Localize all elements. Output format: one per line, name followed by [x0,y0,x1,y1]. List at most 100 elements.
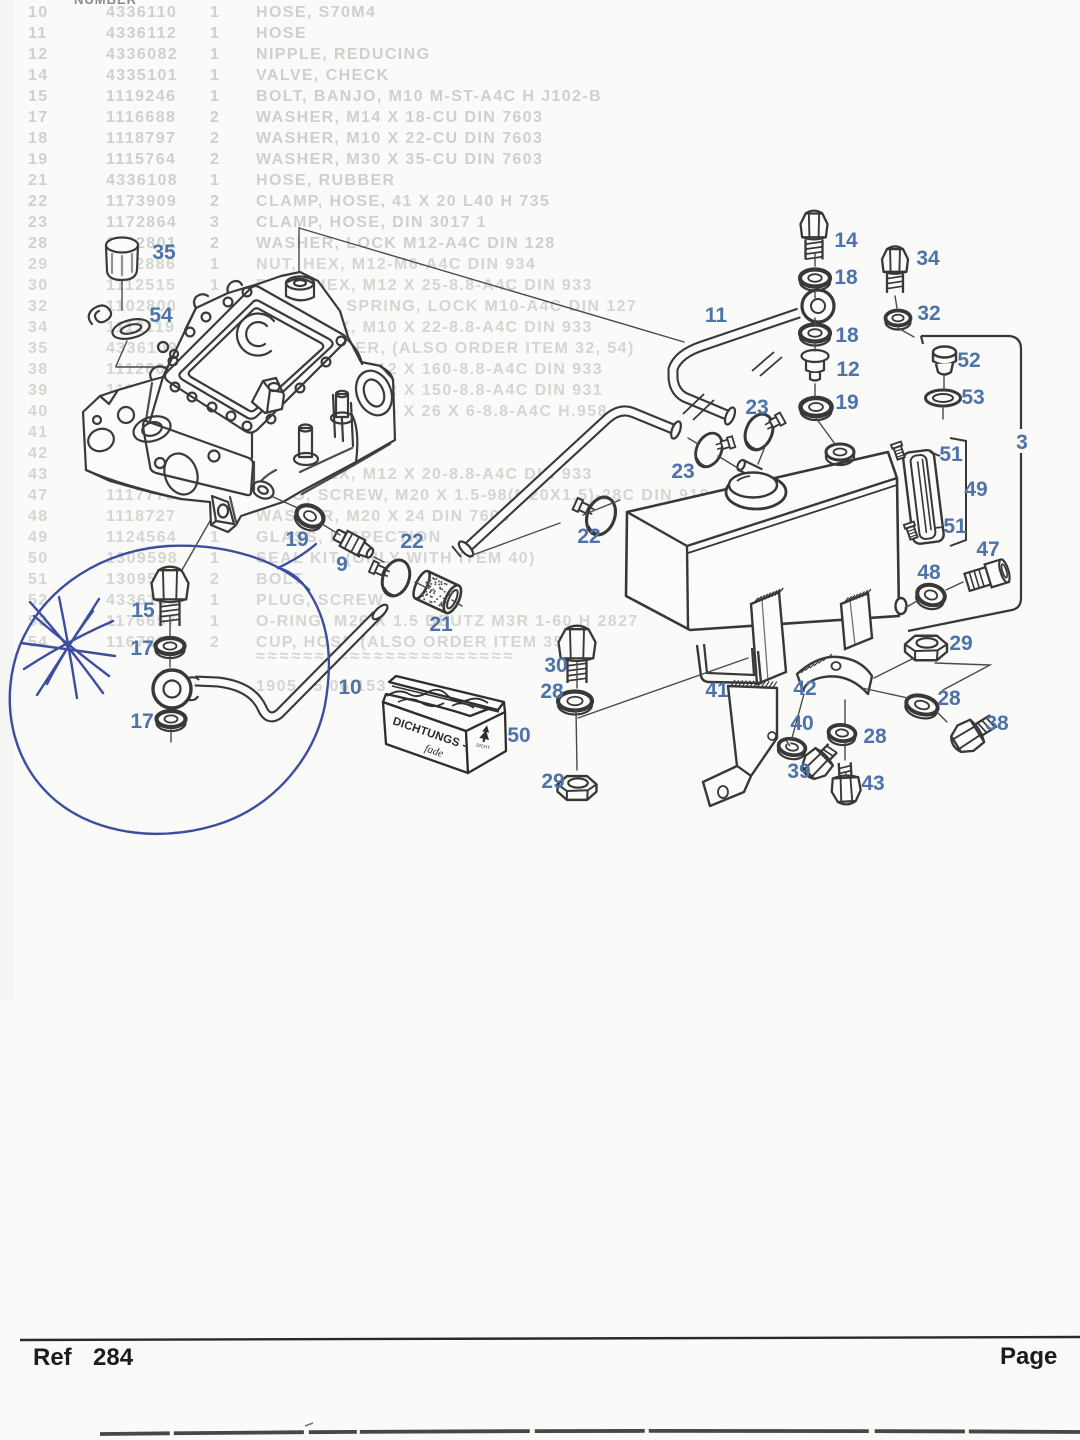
svg-text:39: 39 [787,760,810,783]
svg-text:41: 41 [28,424,49,441]
svg-text:≈≈≈≈≈≈≈≈≈≈≈≈≈≈≈≈≈≈≈≈≈≈: ≈≈≈≈≈≈≈≈≈≈≈≈≈≈≈≈≈≈≈≈≈≈ [256,648,515,665]
svg-text:NUMBER: NUMBER [74,0,137,7]
svg-text:HOSE, RUBBER: HOSE, RUBBER [256,172,395,189]
svg-text:17: 17 [130,637,153,660]
svg-text:3: 3 [210,214,220,231]
svg-text:2: 2 [210,235,220,252]
svg-text:PLUG, SCREW: PLUG, SCREW [256,592,384,609]
svg-text:1: 1 [210,4,220,21]
svg-text:VALVE, CHECK: VALVE, CHECK [256,67,390,84]
svg-text:40: 40 [28,403,49,420]
svg-text:17: 17 [130,710,153,733]
svg-text:50: 50 [507,724,530,747]
svg-text:1112515: 1112515 [106,277,176,294]
svg-text:43: 43 [28,466,49,483]
svg-text:40: 40 [790,712,813,735]
svg-text:CLAMP, HOSE, DIN 3017 1: CLAMP, HOSE, DIN 3017 1 [256,214,487,231]
svg-text:2: 2 [210,109,220,126]
svg-text:47: 47 [976,538,999,561]
svg-text:1172864: 1172864 [106,214,177,231]
svg-text:10: 10 [338,676,361,699]
svg-text:23: 23 [28,214,49,231]
svg-text:34: 34 [916,247,940,270]
svg-text:1118797: 1118797 [106,130,176,147]
svg-text:Page: Page [1000,1343,1057,1370]
svg-text:50: 50 [28,550,49,567]
svg-text:14: 14 [28,67,49,84]
svg-text:53: 53 [961,386,984,409]
svg-text:30: 30 [28,277,49,294]
svg-text:21: 21 [429,613,453,636]
svg-text:4336112: 4336112 [106,25,177,42]
svg-text:52: 52 [957,349,980,372]
svg-text:34: 34 [28,319,49,336]
svg-text:4335101: 4335101 [106,67,178,84]
svg-text:4336108: 4336108 [106,172,178,189]
svg-text:1: 1 [210,529,220,546]
svg-text:1: 1 [210,550,220,567]
svg-text:52: 52 [28,592,49,609]
svg-text:4336082: 4336082 [106,46,178,63]
svg-text:NIPPLE, REDUCING: NIPPLE, REDUCING [256,46,430,63]
svg-text:BOLT, BANJO, M10 M-ST-A4C H J1: BOLT, BANJO, M10 M-ST-A4C H J102-B [256,88,602,105]
svg-text:2: 2 [210,151,220,168]
svg-text:4336110: 4336110 [106,4,177,21]
svg-text:WASHER, LOCK M12-A4C DIN 128: WASHER, LOCK M12-A4C DIN 128 [256,235,556,252]
svg-text:38: 38 [985,712,1009,735]
svg-text:10: 10 [28,4,49,21]
svg-text:1: 1 [210,592,220,609]
svg-text:3: 3 [1016,431,1028,454]
svg-text:42: 42 [793,677,816,700]
svg-text:1173909: 1173909 [106,193,177,210]
svg-text:49: 49 [28,529,49,546]
svg-text:12: 12 [836,358,859,381]
svg-text:43: 43 [861,772,884,795]
svg-text:1: 1 [210,613,220,630]
svg-text:CUP, HOSE (ALSO ORDER ITEM 35): CUP, HOSE (ALSO ORDER ITEM 35) [256,634,571,651]
svg-text:12: 12 [28,46,49,63]
svg-text:2: 2 [210,130,220,147]
svg-text:284: 284 [93,1344,134,1371]
svg-text:15: 15 [131,599,155,622]
svg-text:28: 28 [28,235,49,252]
svg-text:28: 28 [540,680,564,703]
svg-text:1102800: 1102800 [106,298,177,315]
svg-text:1: 1 [210,88,220,105]
svg-text:1309598: 1309598 [106,550,178,567]
svg-text:19: 19 [28,151,49,168]
svg-text:1124564: 1124564 [106,529,177,546]
svg-text:54: 54 [149,304,173,327]
svg-text:Ref: Ref [33,1344,73,1371]
svg-text:HOSE: HOSE [256,25,307,42]
svg-text:47: 47 [28,487,49,504]
svg-text:O-RING, M26 X 1.5 DEUTZ M3R 1-: O-RING, M26 X 1.5 DEUTZ M3R 1-60 H 2827 [256,613,639,630]
svg-text:29: 29 [28,256,49,273]
svg-text:19: 19 [835,391,858,414]
svg-text:1112604: 1112604 [106,361,176,378]
svg-text:15: 15 [28,88,49,105]
svg-text:28: 28 [863,725,887,748]
svg-text:22: 22 [28,193,49,210]
svg-text:39: 39 [28,382,49,399]
svg-text:1115764: 1115764 [106,151,176,168]
svg-text:18: 18 [835,324,859,347]
svg-text:PLUG, SCREW, M20 X 1.5-98(M20X: PLUG, SCREW, M20 X 1.5-98(M20X1.5)-28C D… [256,487,710,504]
svg-text:18: 18 [834,266,858,289]
svg-text:29: 29 [541,770,564,793]
svg-text:49: 49 [964,478,987,501]
svg-text:28: 28 [937,687,961,710]
svg-text:23: 23 [671,460,694,483]
svg-text:WASHER, M10 X 22-CU DIN 7603: WASHER, M10 X 22-CU DIN 7603 [256,130,543,147]
svg-text:WASHER, SPRING, LOCK M10-A4C D: WASHER, SPRING, LOCK M10-A4C DIN 127 [256,298,637,315]
svg-text:1: 1 [210,25,220,42]
svg-text:23: 23 [745,396,768,419]
svg-text:38: 38 [28,361,49,378]
svg-text:32: 32 [28,298,49,315]
svg-text:51: 51 [943,515,967,538]
svg-text:30: 30 [544,654,567,677]
svg-text:2: 2 [210,571,220,588]
svg-text:2: 2 [210,193,220,210]
svg-text:1: 1 [210,172,220,189]
svg-text:14: 14 [834,229,858,252]
svg-text:CLAMP, HOSE, 41 X 20 L40 H 735: CLAMP, HOSE, 41 X 20 L40 H 735 [256,193,550,210]
